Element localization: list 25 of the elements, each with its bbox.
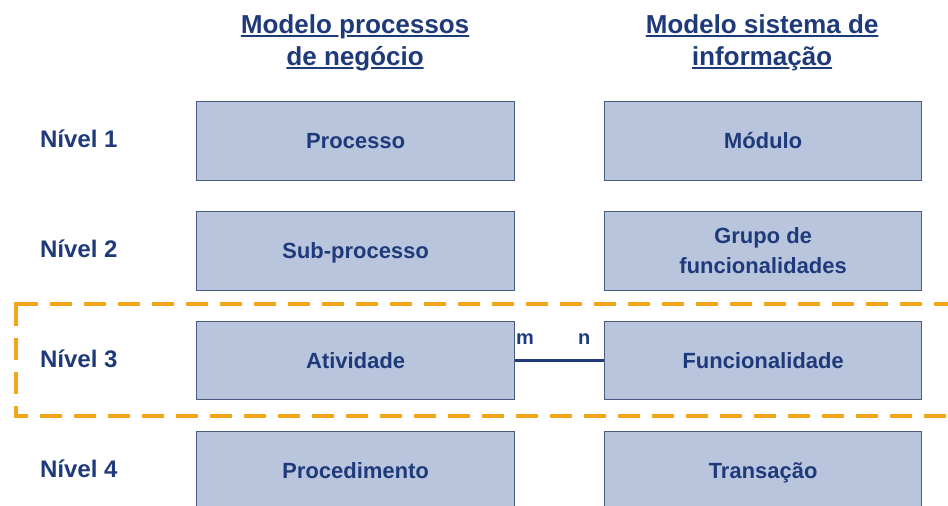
- process-box: [196, 101, 515, 181]
- column-heading: Modelo processos de negócio: [240, 8, 470, 72]
- box-label: Grupo de funcionalidades: [678, 222, 848, 280]
- process-box: [604, 431, 922, 506]
- multiplicity-label: m: [516, 327, 534, 350]
- level-label: Nível 1: [40, 126, 118, 154]
- box-label: Módulo: [724, 127, 802, 155]
- process-box: [196, 431, 515, 506]
- process-box: [604, 101, 922, 181]
- box-label: Sub-processo: [282, 237, 429, 265]
- process-box: [604, 321, 922, 400]
- level-label: Nível 3: [40, 346, 118, 374]
- process-box: [604, 211, 922, 291]
- level-label: Nível 2: [40, 236, 118, 264]
- box-label: Transação: [708, 457, 818, 485]
- multiplicity-label: n: [578, 327, 590, 350]
- box-label: Funcionalidade: [682, 346, 844, 374]
- box-label: Procedimento: [282, 457, 429, 485]
- connector-line: [515, 359, 604, 362]
- column-heading: Modelo sistema de informação: [644, 8, 880, 72]
- box-label: Atividade: [306, 346, 406, 374]
- box-label: Processo: [306, 127, 406, 155]
- level-label: Nível 4: [40, 456, 118, 484]
- process-box: [196, 211, 515, 291]
- process-box: [196, 321, 515, 400]
